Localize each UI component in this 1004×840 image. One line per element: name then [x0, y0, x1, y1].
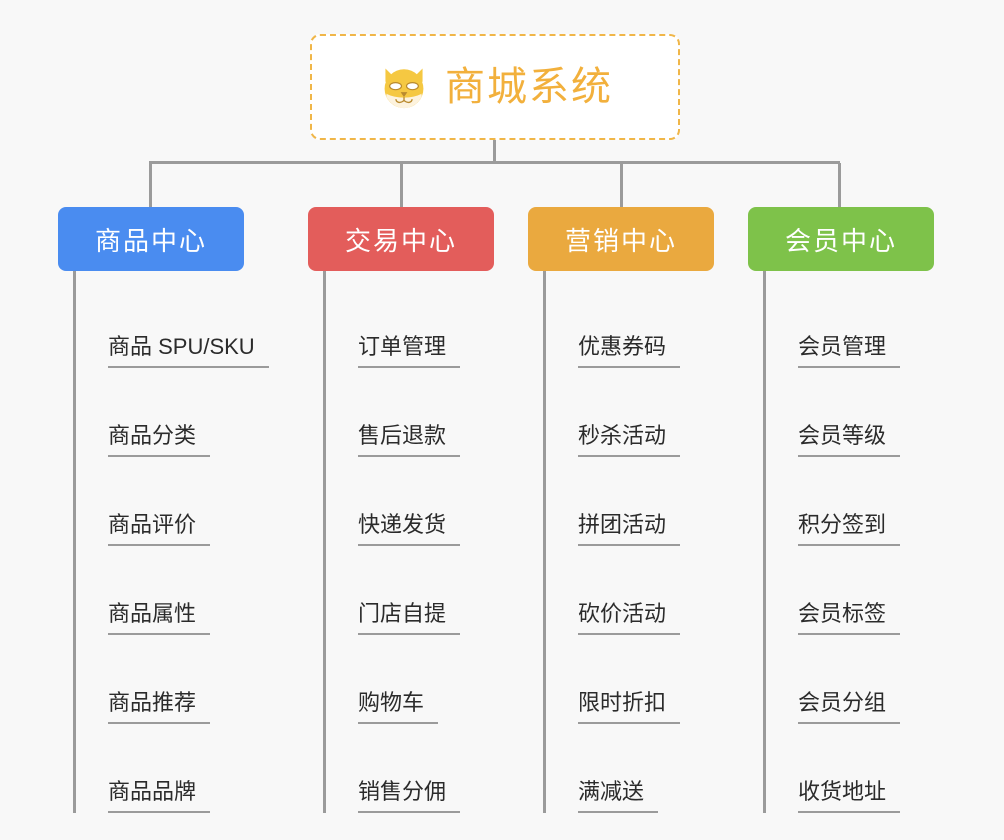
- list-item[interactable]: 积分签到: [766, 457, 934, 546]
- list-item[interactable]: 商品品牌: [76, 724, 244, 813]
- leaf-label: 砍价活动: [578, 600, 681, 635]
- leaf-label: 订单管理: [358, 333, 461, 368]
- list-item[interactable]: 商品推荐: [76, 635, 244, 724]
- leaf-label: 限时折扣: [578, 689, 681, 724]
- branch-column-1: 商品中心 商品 SPU/SKU 商品分类 商品评价 商品属性 商品推荐 商品品牌: [58, 207, 269, 813]
- list-item[interactable]: 商品属性: [76, 546, 244, 635]
- list-item[interactable]: 门店自提: [326, 546, 494, 635]
- branch-column-2: 交易中心 订单管理 售后退款 快递发货 门店自提 购物车 销售分佣: [308, 207, 494, 813]
- leaf-label: 销售分佣: [358, 778, 461, 813]
- branch-column-3: 营销中心 优惠券码 秒杀活动 拼团活动 砍价活动 限时折扣 满减送: [528, 207, 714, 813]
- connector-drop-4: [838, 163, 841, 207]
- list-item[interactable]: 商品 SPU/SKU: [76, 279, 269, 368]
- leaf-label: 商品 SPU/SKU: [108, 333, 269, 368]
- leaf-label: 优惠券码: [578, 333, 681, 368]
- leaf-label: 积分签到: [798, 511, 901, 546]
- list-item[interactable]: 会员等级: [766, 368, 934, 457]
- leaf-label: 秒杀活动: [578, 422, 681, 457]
- connector-drop-2: [400, 163, 403, 207]
- leaf-label: 购物车: [358, 689, 439, 724]
- list-item[interactable]: 商品分类: [76, 368, 244, 457]
- list-item[interactable]: 会员分组: [766, 635, 934, 724]
- list-item[interactable]: 售后退款: [326, 368, 494, 457]
- branch-header-4[interactable]: 会员中心: [748, 207, 934, 271]
- leaf-label: 拼团活动: [578, 511, 681, 546]
- leaf-label: 收货地址: [798, 778, 901, 813]
- branch-header-3[interactable]: 营销中心: [528, 207, 714, 271]
- list-item[interactable]: 会员标签: [766, 546, 934, 635]
- list-item[interactable]: 秒杀活动: [546, 368, 714, 457]
- list-item[interactable]: 收货地址: [766, 724, 934, 813]
- branch-items-1: 商品 SPU/SKU 商品分类 商品评价 商品属性 商品推荐 商品品牌: [73, 271, 269, 813]
- branch-items-3: 优惠券码 秒杀活动 拼团活动 砍价活动 限时折扣 满减送: [543, 271, 714, 813]
- connector-root-stem: [493, 140, 496, 163]
- leaf-label: 快递发货: [358, 511, 461, 546]
- branch-column-4: 会员中心 会员管理 会员等级 积分签到 会员标签 会员分组 收货地址: [748, 207, 934, 813]
- branch-header-1[interactable]: 商品中心: [58, 207, 244, 271]
- branch-items-4: 会员管理 会员等级 积分签到 会员标签 会员分组 收货地址: [763, 271, 934, 813]
- list-item[interactable]: 销售分佣: [326, 724, 494, 813]
- leaf-label: 满减送: [578, 778, 659, 813]
- list-item[interactable]: 商品评价: [76, 457, 244, 546]
- shiba-dog-face-icon: [384, 68, 424, 109]
- list-item[interactable]: 限时折扣: [546, 635, 714, 724]
- connector-drop-3: [620, 163, 623, 207]
- branch-header-2[interactable]: 交易中心: [308, 207, 494, 271]
- connector-horizontal-bus: [149, 161, 840, 164]
- leaf-label: 会员分组: [798, 689, 901, 724]
- leaf-label: 商品分类: [108, 422, 211, 457]
- root-node-mall-system[interactable]: 商城系统: [310, 34, 680, 140]
- list-item[interactable]: 优惠券码: [546, 279, 714, 368]
- leaf-label: 商品品牌: [108, 778, 211, 813]
- root-title: 商城系统: [445, 65, 613, 109]
- list-item[interactable]: 快递发货: [326, 457, 494, 546]
- leaf-label: 会员标签: [798, 600, 901, 635]
- leaf-label: 会员等级: [798, 422, 901, 457]
- branch-items-2: 订单管理 售后退款 快递发货 门店自提 购物车 销售分佣: [323, 271, 494, 813]
- list-item[interactable]: 满减送: [546, 724, 714, 813]
- leaf-label: 商品评价: [108, 511, 211, 546]
- connector-drop-1: [149, 163, 152, 207]
- leaf-label: 商品推荐: [108, 689, 211, 724]
- leaf-label: 商品属性: [108, 600, 211, 635]
- list-item[interactable]: 砍价活动: [546, 546, 714, 635]
- leaf-label: 售后退款: [358, 422, 461, 457]
- list-item[interactable]: 订单管理: [326, 279, 494, 368]
- leaf-label: 会员管理: [798, 333, 901, 368]
- list-item[interactable]: 会员管理: [766, 279, 934, 368]
- leaf-label: 门店自提: [358, 600, 461, 635]
- list-item[interactable]: 拼团活动: [546, 457, 714, 546]
- list-item[interactable]: 购物车: [326, 635, 494, 724]
